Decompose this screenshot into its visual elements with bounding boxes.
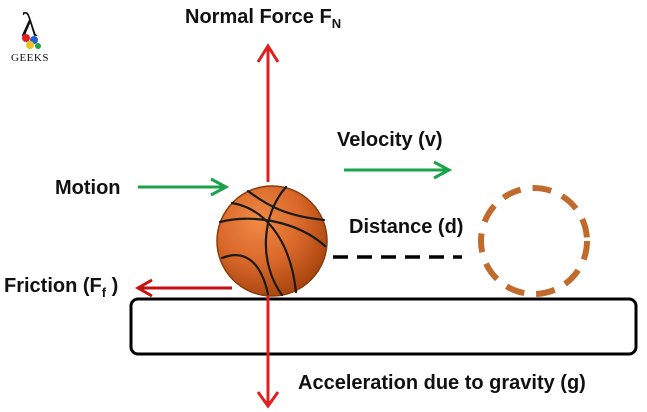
basketball	[216, 185, 328, 297]
friction-arrow	[134, 278, 232, 298]
friction-subscript: f	[101, 285, 107, 300]
distance-label: Distance (d)	[349, 216, 464, 238]
logo-text: GEEKS	[11, 52, 49, 64]
logo-dot-yellow	[26, 41, 34, 49]
velocity-label: Velocity (v)	[337, 129, 443, 151]
normal-force-arrow	[256, 43, 280, 182]
friction-suffix: )	[106, 275, 119, 297]
final-position-outline	[478, 185, 590, 297]
motion-label: Motion	[55, 177, 121, 199]
normal-force-subscript: N	[331, 16, 342, 31]
friction-label: Friction (Ff )	[4, 275, 119, 299]
friction-text: Friction (F	[4, 275, 102, 297]
normal-force-text: Normal Force F	[185, 6, 332, 28]
gravity-label: Acceleration due to gravity (g)	[298, 372, 586, 394]
ground-surface	[129, 297, 638, 356]
geeks-logo: λ	[21, 7, 41, 49]
gravity-arrow	[256, 296, 280, 409]
logo-dot-green	[35, 43, 41, 49]
motion-arrow	[138, 177, 230, 197]
normal-force-label: Normal Force FN	[185, 6, 341, 30]
velocity-arrow	[344, 160, 453, 180]
logo-dot-red	[22, 34, 30, 42]
